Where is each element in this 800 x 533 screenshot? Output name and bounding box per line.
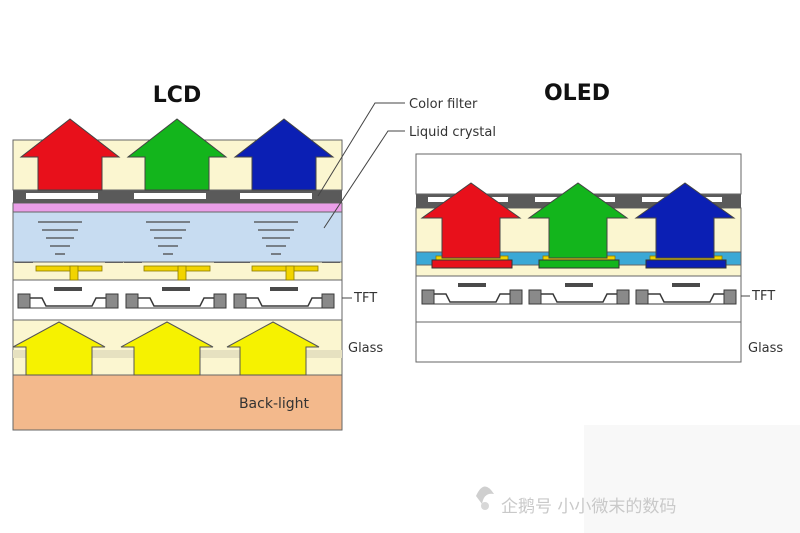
lcd-title: LCD	[153, 83, 201, 108]
oled-tft-layer	[415, 275, 742, 323]
liquid-crystal-label: Liquid crystal	[409, 125, 496, 140]
color-filter-label: Color filter	[409, 97, 478, 112]
oled-rgb-arrows	[420, 182, 736, 259]
oled-stack	[415, 153, 742, 363]
oled-glass-label: Glass	[748, 341, 783, 356]
oled-title: OLED	[544, 81, 610, 106]
watermark-panel	[584, 425, 800, 533]
oled-glass-layer	[415, 321, 742, 363]
liquid-crystal-molecules	[38, 221, 298, 255]
backlight-arrows	[12, 321, 320, 376]
watermark-text: 企鹅号 小小微末的数码	[501, 497, 676, 517]
lcd-color-filter-layer	[12, 202, 343, 213]
lcd-tft-label: TFT	[353, 291, 377, 306]
liquid-crystal-layer	[12, 211, 343, 263]
oled-tft-label: TFT	[751, 289, 775, 304]
lcd-tft-layer	[12, 279, 343, 321]
backlight-layer	[12, 374, 343, 431]
watermark-logo-icon	[476, 486, 494, 510]
lcd-leader-lines	[317, 102, 405, 229]
lcd-rgb-arrows	[19, 118, 335, 191]
lcd-stack	[12, 118, 343, 431]
lcd-glass-label: Glass	[348, 341, 383, 356]
backlight-label: Back-light	[239, 396, 310, 412]
